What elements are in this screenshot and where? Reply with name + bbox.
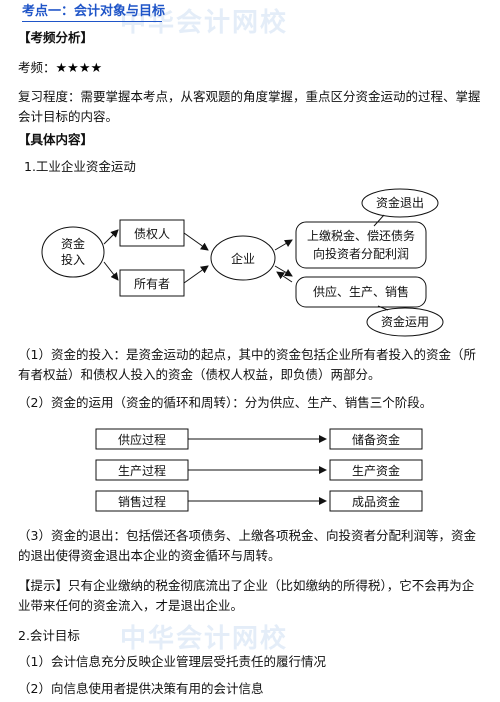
freq-row: 考频：★★★★	[18, 60, 102, 77]
fund-input-label-2: 投入	[61, 252, 85, 267]
use-box-label: 供应、生产、销售	[313, 284, 409, 299]
enterprise-node	[210, 235, 276, 281]
section2-heading: 2.会计目标	[18, 628, 80, 643]
point2-line: （2）资金的运用（资金的循环和周转）：分为供应、生产、销售三个阶段。	[18, 395, 433, 410]
fund-use-diagram: 供应过程 储备资金 生产过程 生产资金 销售过程 成品资金	[95, 428, 423, 512]
goal2-line: （2）向信息使用者提供决策有用的会计信息	[18, 681, 264, 696]
use-box	[295, 276, 427, 308]
fund-use-row: 销售过程 成品资金	[95, 490, 423, 512]
tip-paragraph: 【提示】只有企业缴纳的税金彻底流出了企业（比如缴纳的所得税），它不会再为企业带来…	[18, 578, 475, 613]
result-box	[329, 459, 423, 481]
exit-callout-label: 资金退出	[376, 195, 424, 210]
process-label: 供应过程	[118, 432, 166, 447]
use-callout	[366, 307, 444, 337]
fund-input-label-1: 资金	[61, 236, 85, 251]
freq-header: 【考频分析】	[18, 30, 94, 45]
result-label: 生产资金	[352, 463, 400, 478]
owner-box	[119, 269, 185, 297]
exit-box	[295, 221, 427, 269]
creditor-box	[119, 219, 185, 247]
result-label: 储备资金	[352, 432, 400, 447]
owner-label: 所有者	[134, 277, 170, 291]
fund-use-row: 供应过程 储备资金	[95, 428, 423, 450]
title-underline	[22, 21, 162, 22]
watermark: 中华会计网校	[120, 624, 289, 654]
watermark: 中华会计网校	[120, 8, 289, 38]
point3-paragraph: （3）资金的退出：包括偿还各项债务、上缴各项税金、向投资者分配利润等，资金的退出…	[18, 528, 476, 563]
review-paragraph: 复习程度：需要掌握本考点，从客观题的角度掌握，重点区分资金运动的过程、掌握会计目…	[18, 89, 481, 124]
content-header: 【具体内容】	[18, 132, 94, 147]
enterprise-label: 企业	[231, 251, 255, 266]
goal1-line: （1）会计信息充分反映企业管理层受托责任的履行情况	[18, 654, 326, 669]
point1-paragraph: （1）资金的投入：是资金运动的起点，其中的资金包括企业所有者投入的资金（所有者权…	[18, 347, 476, 382]
process-label: 销售过程	[118, 494, 166, 509]
result-label: 成品资金	[352, 494, 400, 509]
page-title: 考点一：会计对象与目标	[22, 4, 166, 19]
creditor-label: 债权人	[134, 227, 170, 241]
use-callout-label: 资金运用	[381, 314, 429, 329]
result-box	[329, 428, 423, 450]
section1-heading: 1.工业企业资金运动	[24, 159, 136, 174]
exit-box-line1: 上缴税金、偿还债务	[307, 228, 415, 243]
freq-label: 考频：	[18, 60, 56, 75]
fund-input-node	[41, 226, 105, 278]
result-box	[329, 490, 423, 512]
fund-flow-diagram: 资金 投入 债权人 所有者 企业 上缴税金、偿还债务 向投资者分配利润 资金退出…	[41, 188, 444, 337]
fund-use-row: 生产过程 生产资金	[95, 459, 423, 481]
process-label: 生产过程	[118, 463, 166, 478]
exit-callout	[361, 188, 439, 218]
star-rating-icon: ★★★★	[55, 61, 103, 76]
exit-box-line2: 向投资者分配利润	[313, 246, 409, 261]
